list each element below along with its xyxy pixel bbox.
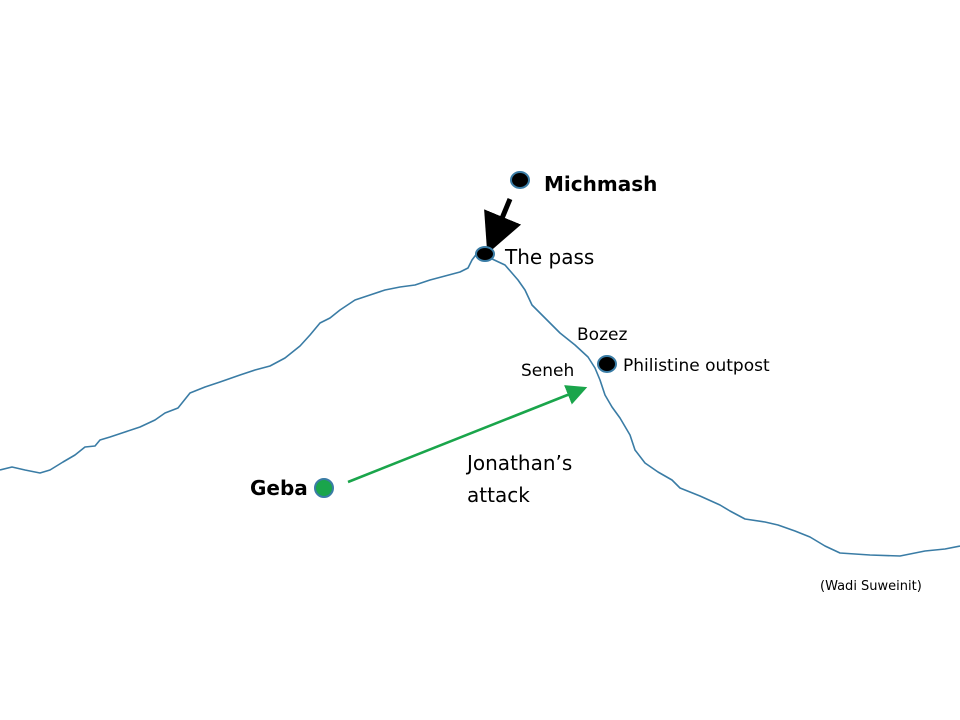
michmash-to-pass-arrow — [484, 198, 522, 254]
michmash-marker[interactable] — [510, 171, 530, 189]
seneh-label: Seneh — [521, 361, 574, 381]
geba-marker[interactable] — [314, 478, 334, 498]
attack-label-line1: Jonathan’s — [465, 451, 572, 475]
michmash-label: Michmash — [544, 172, 657, 196]
geba-label: Geba — [250, 476, 308, 500]
pass-label: The pass — [504, 245, 594, 269]
outpost-marker[interactable] — [597, 355, 617, 373]
wadi-label: (Wadi Suweinit) — [820, 579, 922, 594]
wadi-line-east — [477, 251, 960, 557]
wadi-line-west — [0, 251, 479, 474]
jonathan-attack-arrow — [347, 385, 588, 484]
pass-marker[interactable] — [475, 246, 495, 262]
attack-label-line2: attack — [467, 483, 530, 507]
bozez-label: Bozez — [577, 325, 627, 345]
outpost-label: Philistine outpost — [623, 356, 770, 376]
